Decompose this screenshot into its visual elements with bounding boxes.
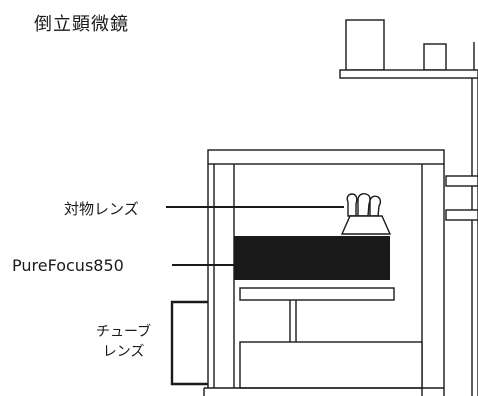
- base-line: [203, 387, 444, 396]
- top-shelf: [339, 19, 478, 79]
- tube-lens-stage: [239, 287, 423, 389]
- objective-lens-shape: [340, 193, 392, 235]
- purefocus-unit: [234, 236, 390, 280]
- right-column: [445, 78, 478, 396]
- objective-lens-label: 対物レンズ: [64, 200, 139, 218]
- tube-lens-label-line1: チューブ: [96, 324, 152, 340]
- tube-lens-label: チューブ レンズ: [96, 322, 151, 362]
- page-title: 倒立顕微鏡: [34, 14, 129, 35]
- purefocus-label: PureFocus850: [12, 256, 124, 275]
- tube-lens-label-line2: レンズ: [102, 344, 145, 360]
- tube-lens-bracket: [170, 300, 208, 386]
- main-frame: [207, 149, 445, 396]
